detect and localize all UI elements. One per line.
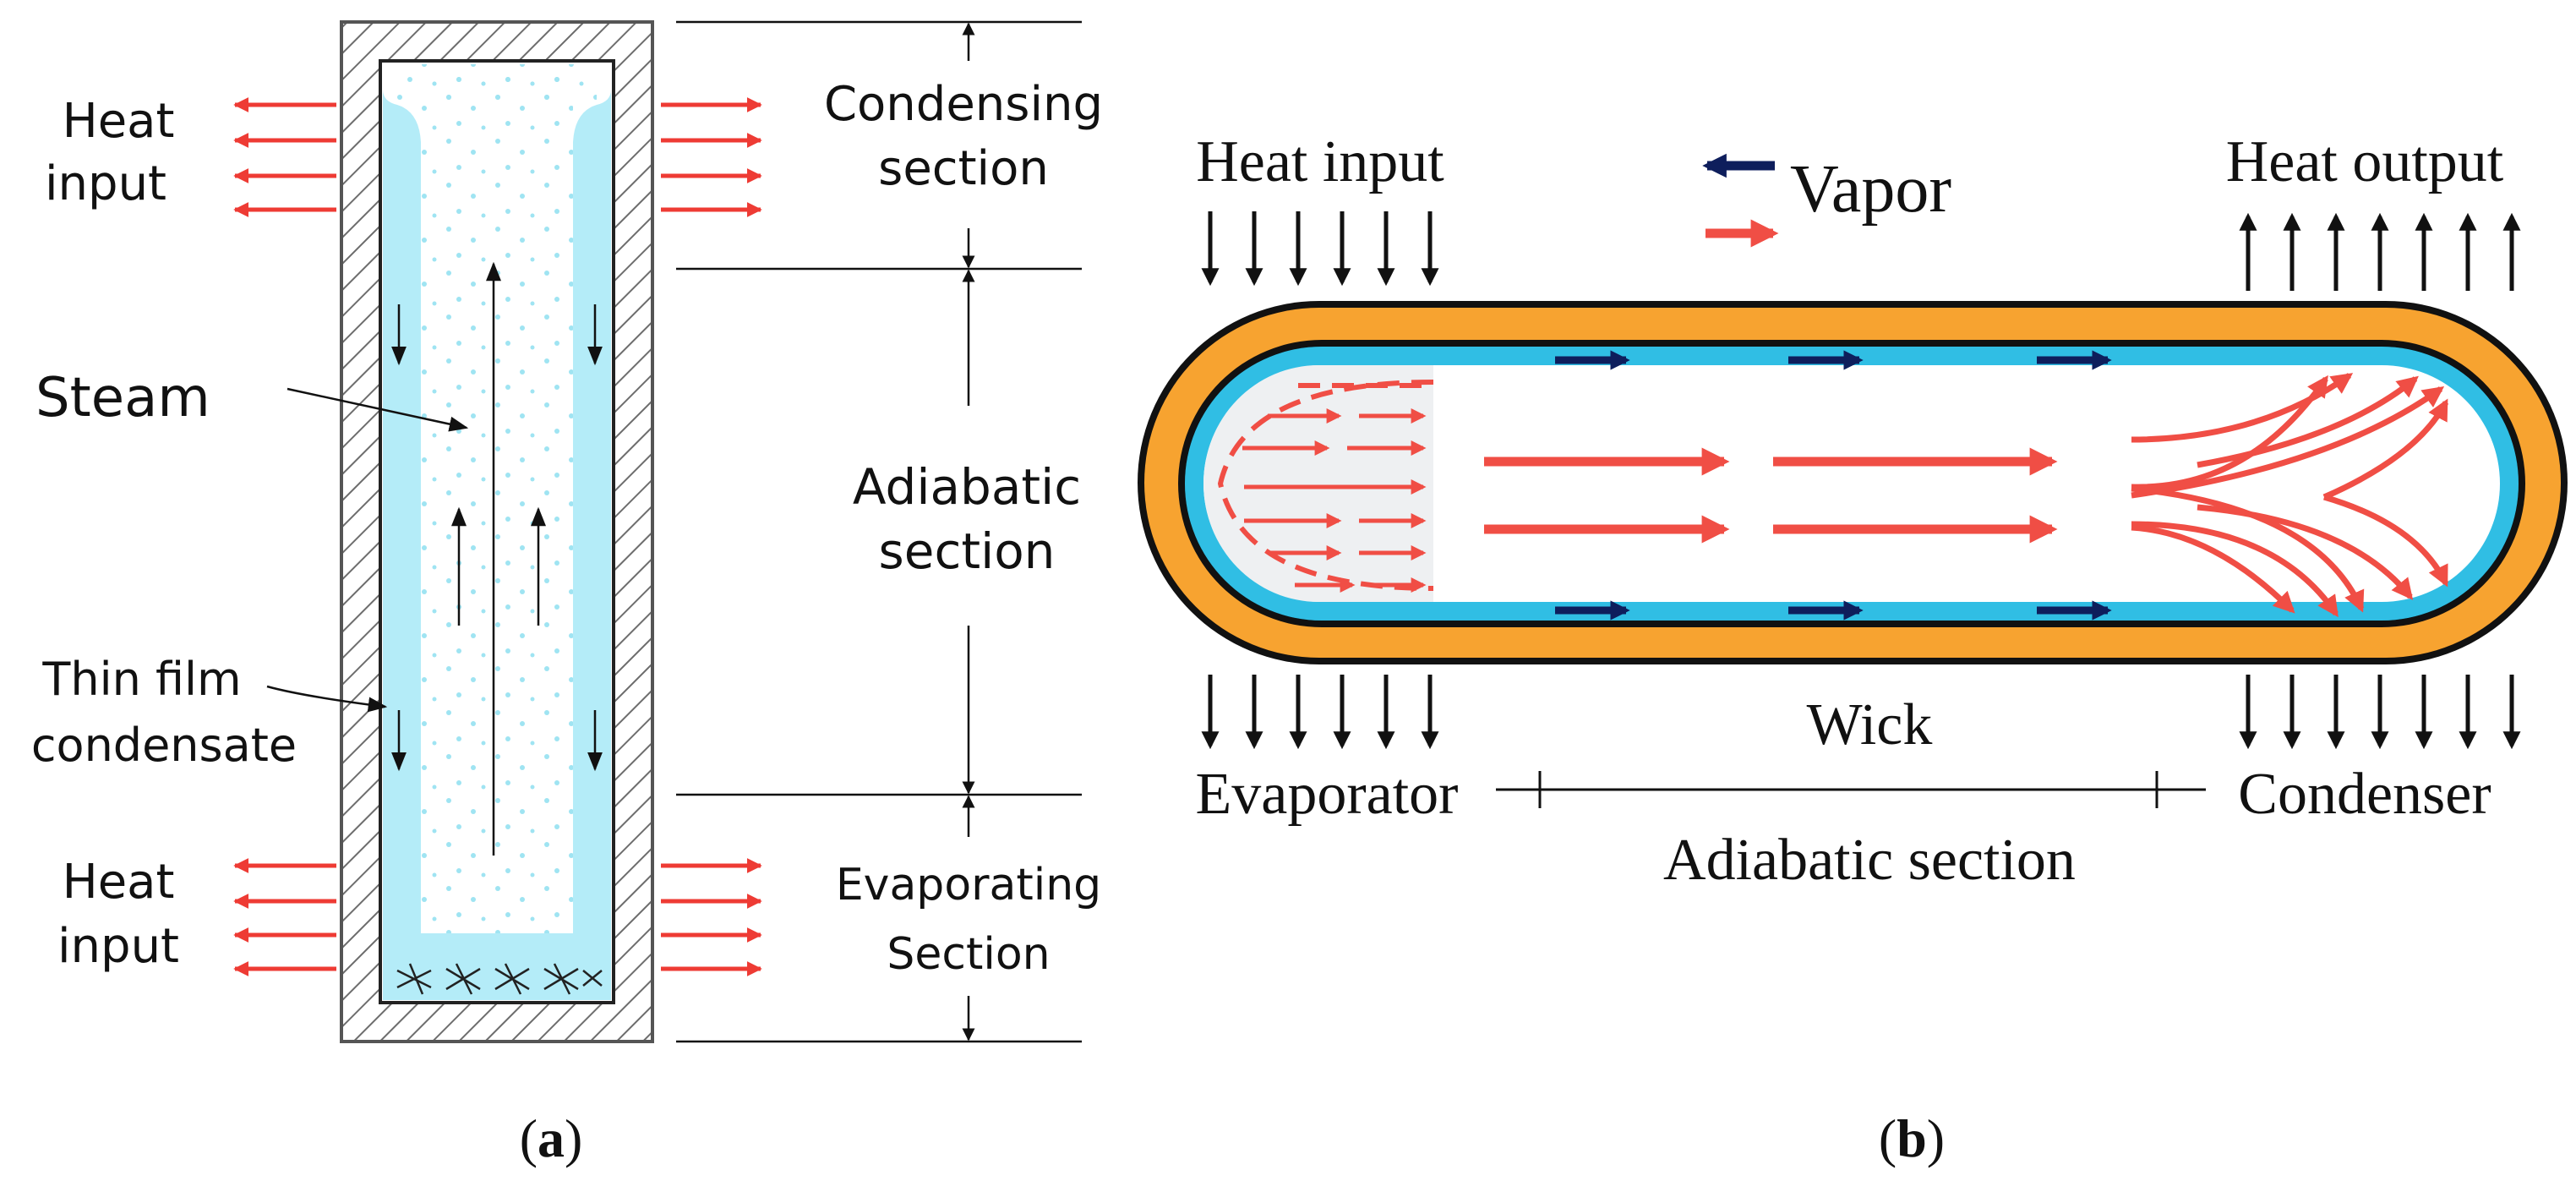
panel-a-caption: (a) xyxy=(520,1108,583,1168)
heat-input-label-bottom: input xyxy=(57,919,179,974)
vapor-label: Vapor xyxy=(1790,152,1951,227)
evaporator-dashed-flow xyxy=(1217,380,1434,591)
adiabatic-section-label-a: section xyxy=(879,522,1056,580)
adiabatic-section-label-a: Adiabatic xyxy=(853,458,1081,516)
internal-flow-arrows xyxy=(391,261,603,856)
adiabatic-section-label-b: Adiabatic section xyxy=(1663,828,2076,893)
condensate-film xyxy=(383,90,611,1000)
evaporator-zone-shade xyxy=(1318,365,1433,602)
heat-input-label-top: Heat xyxy=(63,94,175,149)
condenser-curved-flow xyxy=(2131,373,2449,618)
evaporating-section-label: Section xyxy=(887,929,1050,980)
heat-arrows-left-bottom xyxy=(233,858,336,976)
heat-input-arrows xyxy=(1201,211,1439,287)
evaporator-flow-arrows xyxy=(1242,408,1427,593)
heat-arrows-right-top xyxy=(661,97,762,217)
steam-label: Steam xyxy=(35,367,210,429)
wick-vapor-arrows xyxy=(1555,350,2112,621)
section-dimension-lines xyxy=(676,20,1082,1043)
adiabatic-flow-arrows xyxy=(1484,447,2058,544)
steam-leader-line xyxy=(287,387,469,432)
thin-film-label: Thin film xyxy=(41,653,241,706)
evaporating-section-label: Evaporating xyxy=(836,860,1101,910)
steam-region xyxy=(421,64,573,933)
film-leader-line xyxy=(266,685,388,713)
panel-b-caption: (b) xyxy=(1879,1108,1945,1168)
vapor-core xyxy=(1203,365,2500,602)
heat-input-label-top: input xyxy=(45,156,166,211)
condenser-bottom-arrows xyxy=(2239,675,2521,750)
condensing-section-label: Condensing xyxy=(824,77,1103,132)
condenser-label: Condenser xyxy=(2238,762,2491,827)
panel-a: Heat input Steam Thin film condensate He… xyxy=(31,20,1103,1168)
wick-label: Wick xyxy=(1807,692,1933,757)
heat-input-label: Heat input xyxy=(1196,129,1444,194)
evaporator-label: Evaporator xyxy=(1196,762,1459,827)
steam-top-region xyxy=(397,64,597,101)
heat-arrows-left-top xyxy=(233,97,336,217)
evaporator-bottom-arrows xyxy=(1201,675,1439,750)
heat-input-label-bottom: Heat xyxy=(63,855,175,910)
section-scale-line xyxy=(1496,771,2206,808)
wick-mesh xyxy=(396,963,603,995)
condensing-section-label: section xyxy=(878,141,1049,196)
thin-film-label: condensate xyxy=(31,719,297,772)
panel-b: Heat input Vapor Heat output Wick Evapor… xyxy=(1138,129,2568,1168)
heat-arrows-right-bottom xyxy=(661,858,762,976)
heat-output-label: Heat output xyxy=(2226,129,2504,194)
heat-output-arrows xyxy=(2239,212,2521,291)
